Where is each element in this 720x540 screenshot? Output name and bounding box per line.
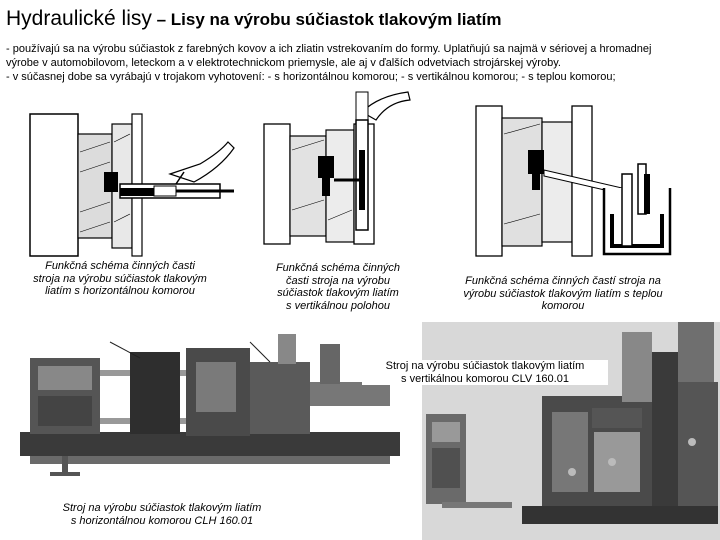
- horizontal-machine-image: [10, 322, 410, 480]
- body-text: - používajú sa na výrobu súčiastok z far…: [6, 42, 718, 84]
- caption-horizontal-schema: Funkčná schéma činných časti stroja na v…: [33, 260, 207, 297]
- vertical-chamber-drawing: [263, 91, 411, 245]
- horizontal-chamber-drawing: [29, 113, 235, 257]
- hot-chamber-drawing: [475, 105, 672, 257]
- slide-title: Hydraulické lisy – Lisy na výrobu súčias…: [6, 8, 501, 29]
- vertical-machine-image: [422, 322, 720, 540]
- caption-machine-horizontal: Stroj na výrobu súčiastok tlakovým liatí…: [62, 502, 262, 527]
- bullet-line: - používajú sa na výrobu súčiastok z far…: [6, 43, 652, 55]
- vertical-chamber-schematic: [258, 90, 418, 255]
- hot-chamber-schematic: [472, 104, 672, 262]
- bullet-line: - v súčasnej dobe sa vyrábajú v trojakom…: [6, 71, 616, 83]
- caption-vertical-schema: Funkčná schéma činných časti stroja na v…: [275, 262, 401, 312]
- bullet-line: výrobe v automobilovom, leteckom a v ele…: [6, 57, 561, 69]
- vertical-machine-photo: [422, 322, 720, 540]
- title-subtitle: – Lisy na výrobu súčiastok tlakovým liat…: [151, 10, 502, 29]
- caption-machine-vertical: Stroj na výrobu súčiastok tlakovým liatí…: [362, 360, 608, 385]
- title-main: Hydraulické lisy: [6, 7, 152, 30]
- horizontal-chamber-schematic: [20, 112, 248, 260]
- caption-hot-schema: Funkčná schéma činných častí stroja na v…: [463, 275, 663, 312]
- horizontal-machine-photo: [10, 322, 410, 480]
